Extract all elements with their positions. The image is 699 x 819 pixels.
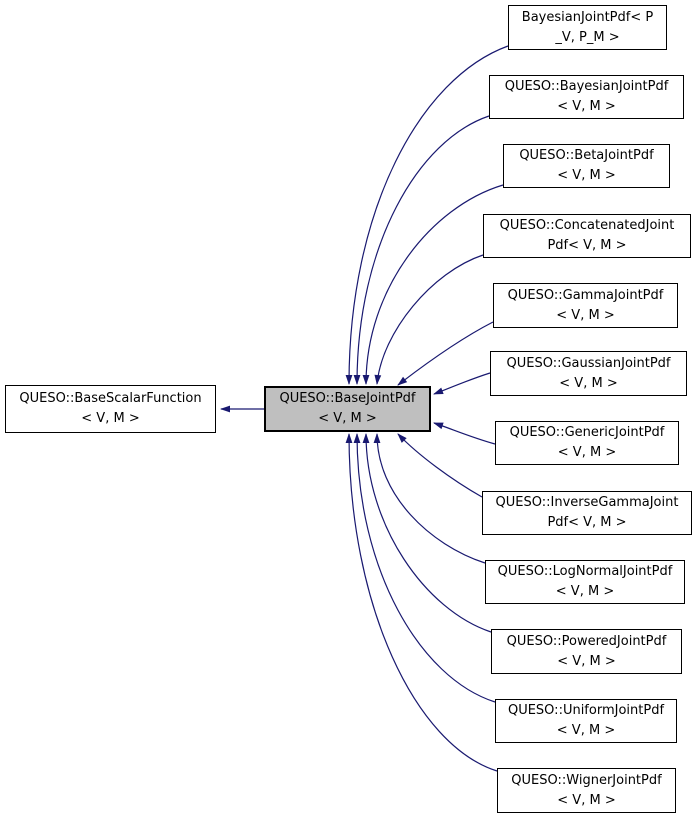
node-queso-lognormaljointpdf[interactable]: QUESO::LogNormalJointPdf < V, M > (485, 560, 685, 604)
node-queso-concatenatedjointpdf[interactable]: QUESO::ConcatenatedJoint Pdf< V, M > (483, 214, 691, 258)
node-queso-bayesianjointpdf[interactable]: QUESO::BayesianJointPdf < V, M > (489, 75, 684, 119)
node-label-line2: < V, M > (557, 792, 616, 808)
node-label-line1: QUESO::BaseScalarFunction (19, 391, 202, 406)
node-label-line1: QUESO::BaseJointPdf (279, 391, 416, 406)
node-label-line2: < V, M > (559, 375, 618, 391)
node-label-line2: Pdf< V, M > (547, 515, 627, 530)
node-label-line1: QUESO::ConcatenatedJoint (499, 218, 675, 233)
node-label-line1: QUESO::GaussianJointPdf (506, 355, 671, 371)
node-label-line2: < V, M > (556, 307, 615, 323)
node-queso-gammajointpdf[interactable]: QUESO::GammaJointPdf < V, M > (493, 283, 678, 328)
node-label-line2: < V, M > (318, 411, 377, 426)
node-queso-genericjointpdf[interactable]: QUESO::GenericJointPdf < V, M > (495, 421, 679, 465)
node-queso-uniformjointpdf[interactable]: QUESO::UniformJointPdf < V, M > (495, 699, 677, 743)
node-queso-basescalarfunction[interactable]: QUESO::BaseScalarFunction < V, M > (5, 385, 216, 433)
edge-queso-inversegammajointpdf-to-basejointpdf (397, 433, 483, 498)
node-label-line2: Pdf< V, M > (547, 238, 627, 253)
node-queso-gaussianjointpdf[interactable]: QUESO::GaussianJointPdf < V, M > (490, 351, 687, 396)
node-label-line2: < V, M > (557, 653, 616, 669)
node-label-line1: BayesianJointPdf< P (521, 9, 654, 25)
node-label-line2: < V, M > (81, 411, 140, 426)
edge-queso-wignerjointpdf-to-basejointpdf (345, 433, 498, 772)
node-label-line1: QUESO::BayesianJointPdf (504, 79, 669, 94)
node-label-line1: QUESO::BetaJointPdf (519, 148, 654, 163)
edge-queso-betajointpdf-to-basejointpdf (362, 184, 504, 385)
edge-queso-gammajointpdf-to-basejointpdf (397, 321, 494, 386)
node-label-line2: < V, M > (557, 168, 616, 183)
node-label-line2: < V, M > (555, 584, 615, 599)
node-label-line1: QUESO::InverseGammaJoint (495, 495, 679, 510)
node-queso-basejointpdf: QUESO::BaseJointPdf < V, M > (264, 386, 431, 432)
edge-queso-poweredjointpdf-to-basejointpdf (362, 433, 492, 633)
node-label-line1: QUESO::WignerJointPdf (511, 772, 662, 788)
edge-queso-gaussianjointpdf-to-basejointpdf (433, 372, 491, 395)
node-bayesianjointpdf-pv-pm[interactable]: BayesianJointPdf< P _V, P_M > (508, 5, 667, 50)
edge-queso-concatenatedjointpdf-to-basejointpdf (374, 254, 484, 385)
edge-queso-lognormaljointpdf-to-basejointpdf (373, 433, 486, 564)
node-queso-inversegammajointpdf[interactable]: QUESO::InverseGammaJoint Pdf< V, M > (482, 491, 692, 535)
edge-queso-genericjointpdf-to-basejointpdf (433, 422, 496, 445)
node-label-line1: QUESO::UniformJointPdf (507, 703, 665, 718)
edge-queso-uniformjointpdf-to-basejointpdf (353, 433, 496, 703)
node-label-line2: < V, M > (557, 99, 616, 114)
edge-queso-bayesianjointpdf-to-basejointpdf (353, 115, 490, 385)
node-label-line2: < V, M > (557, 445, 617, 460)
node-queso-betajointpdf[interactable]: QUESO::BetaJointPdf < V, M > (503, 144, 670, 188)
node-queso-wignerjointpdf[interactable]: QUESO::WignerJointPdf < V, M > (497, 768, 676, 813)
node-label-line2: < V, M > (556, 723, 616, 738)
node-label-line1: QUESO::LogNormalJointPdf (497, 564, 673, 579)
edge-bayesianjointpdf-pv-pm-to-basejointpdf (345, 45, 509, 385)
node-label-line2: _V, P_M > (555, 29, 620, 45)
node-label-line1: QUESO::PoweredJointPdf (506, 633, 667, 649)
node-queso-poweredjointpdf[interactable]: QUESO::PoweredJointPdf < V, M > (491, 629, 682, 674)
node-label-line1: QUESO::GammaJointPdf (507, 287, 664, 303)
node-label-line1: QUESO::GenericJointPdf (509, 425, 665, 440)
